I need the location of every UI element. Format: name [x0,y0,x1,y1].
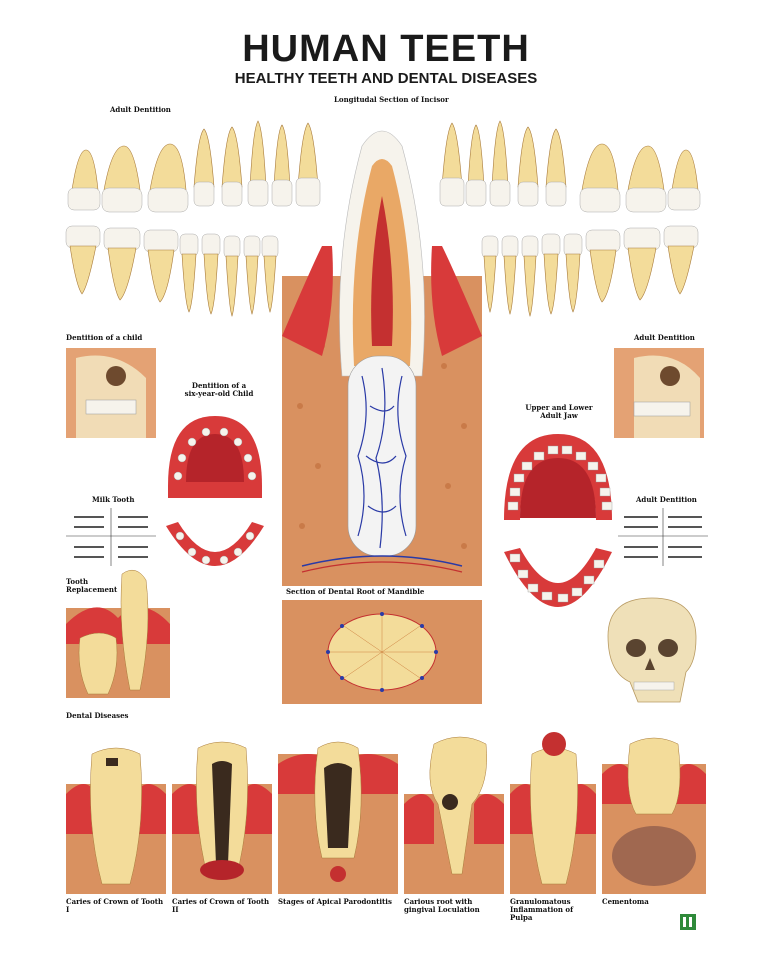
label-six-year-old: Dentition of a six-year-old Child [184,381,254,399]
label-adult-dentition-chart: Adult Dentition [636,495,697,504]
disease-caption-5: Granulomatous Inflammation of Pulpa [510,897,574,923]
poster-subtitle: HEALTHY TEETH AND DENTAL DISEASES [234,70,538,87]
label-tooth-replacement: Tooth Replacement [66,577,118,595]
disease-caption-4: Carious root with gingival Loculation [404,897,480,915]
label-adult-dentition-side: Adult Dentition [634,333,695,342]
label-adult-dentition-top: Adult Dentition [110,105,171,114]
skull-illustration [607,597,697,703]
poster: HUMAN TEETH HEALTHY TEETH AND DENTAL DIS… [62,22,710,952]
upper-teeth-row [65,120,701,317]
publisher-logo-icon [680,914,696,930]
dental-root-section [282,600,482,704]
label-upper-lower-jaw: Upper and Lower Adult Jaw [525,403,593,421]
adult-dentition-chart [618,508,708,566]
disease-caption-2: Caries of Crown of Tooth II [172,897,270,915]
adult-skull-side-illustration [614,348,704,438]
label-longitudinal-section: Longitudal Section of Incisor [334,95,449,104]
incisor-longitudinal-section [282,130,482,586]
child-skull-illustration [66,348,156,438]
label-dentition-child: Dentition of a child [66,333,143,342]
milk-tooth-chart [66,508,156,566]
disease-caption-6: Cementoma [602,897,649,906]
dental-diseases-panels [66,732,706,894]
poster-title: HUMAN TEETH [242,28,530,70]
disease-caption-3: Stages of Apical Parodontitis [278,897,392,906]
label-milk-tooth: Milk Tooth [92,495,135,504]
label-section-root: Section of Dental Root of Mandible [286,587,425,596]
adult-jaws-illustration [504,434,613,607]
tooth-replacement-illustration [66,569,170,698]
six-year-jaw-illustration [166,416,264,566]
disease-caption-1: Caries of Crown of Tooth I [66,897,164,915]
label-dental-diseases: Dental Diseases [66,711,129,720]
